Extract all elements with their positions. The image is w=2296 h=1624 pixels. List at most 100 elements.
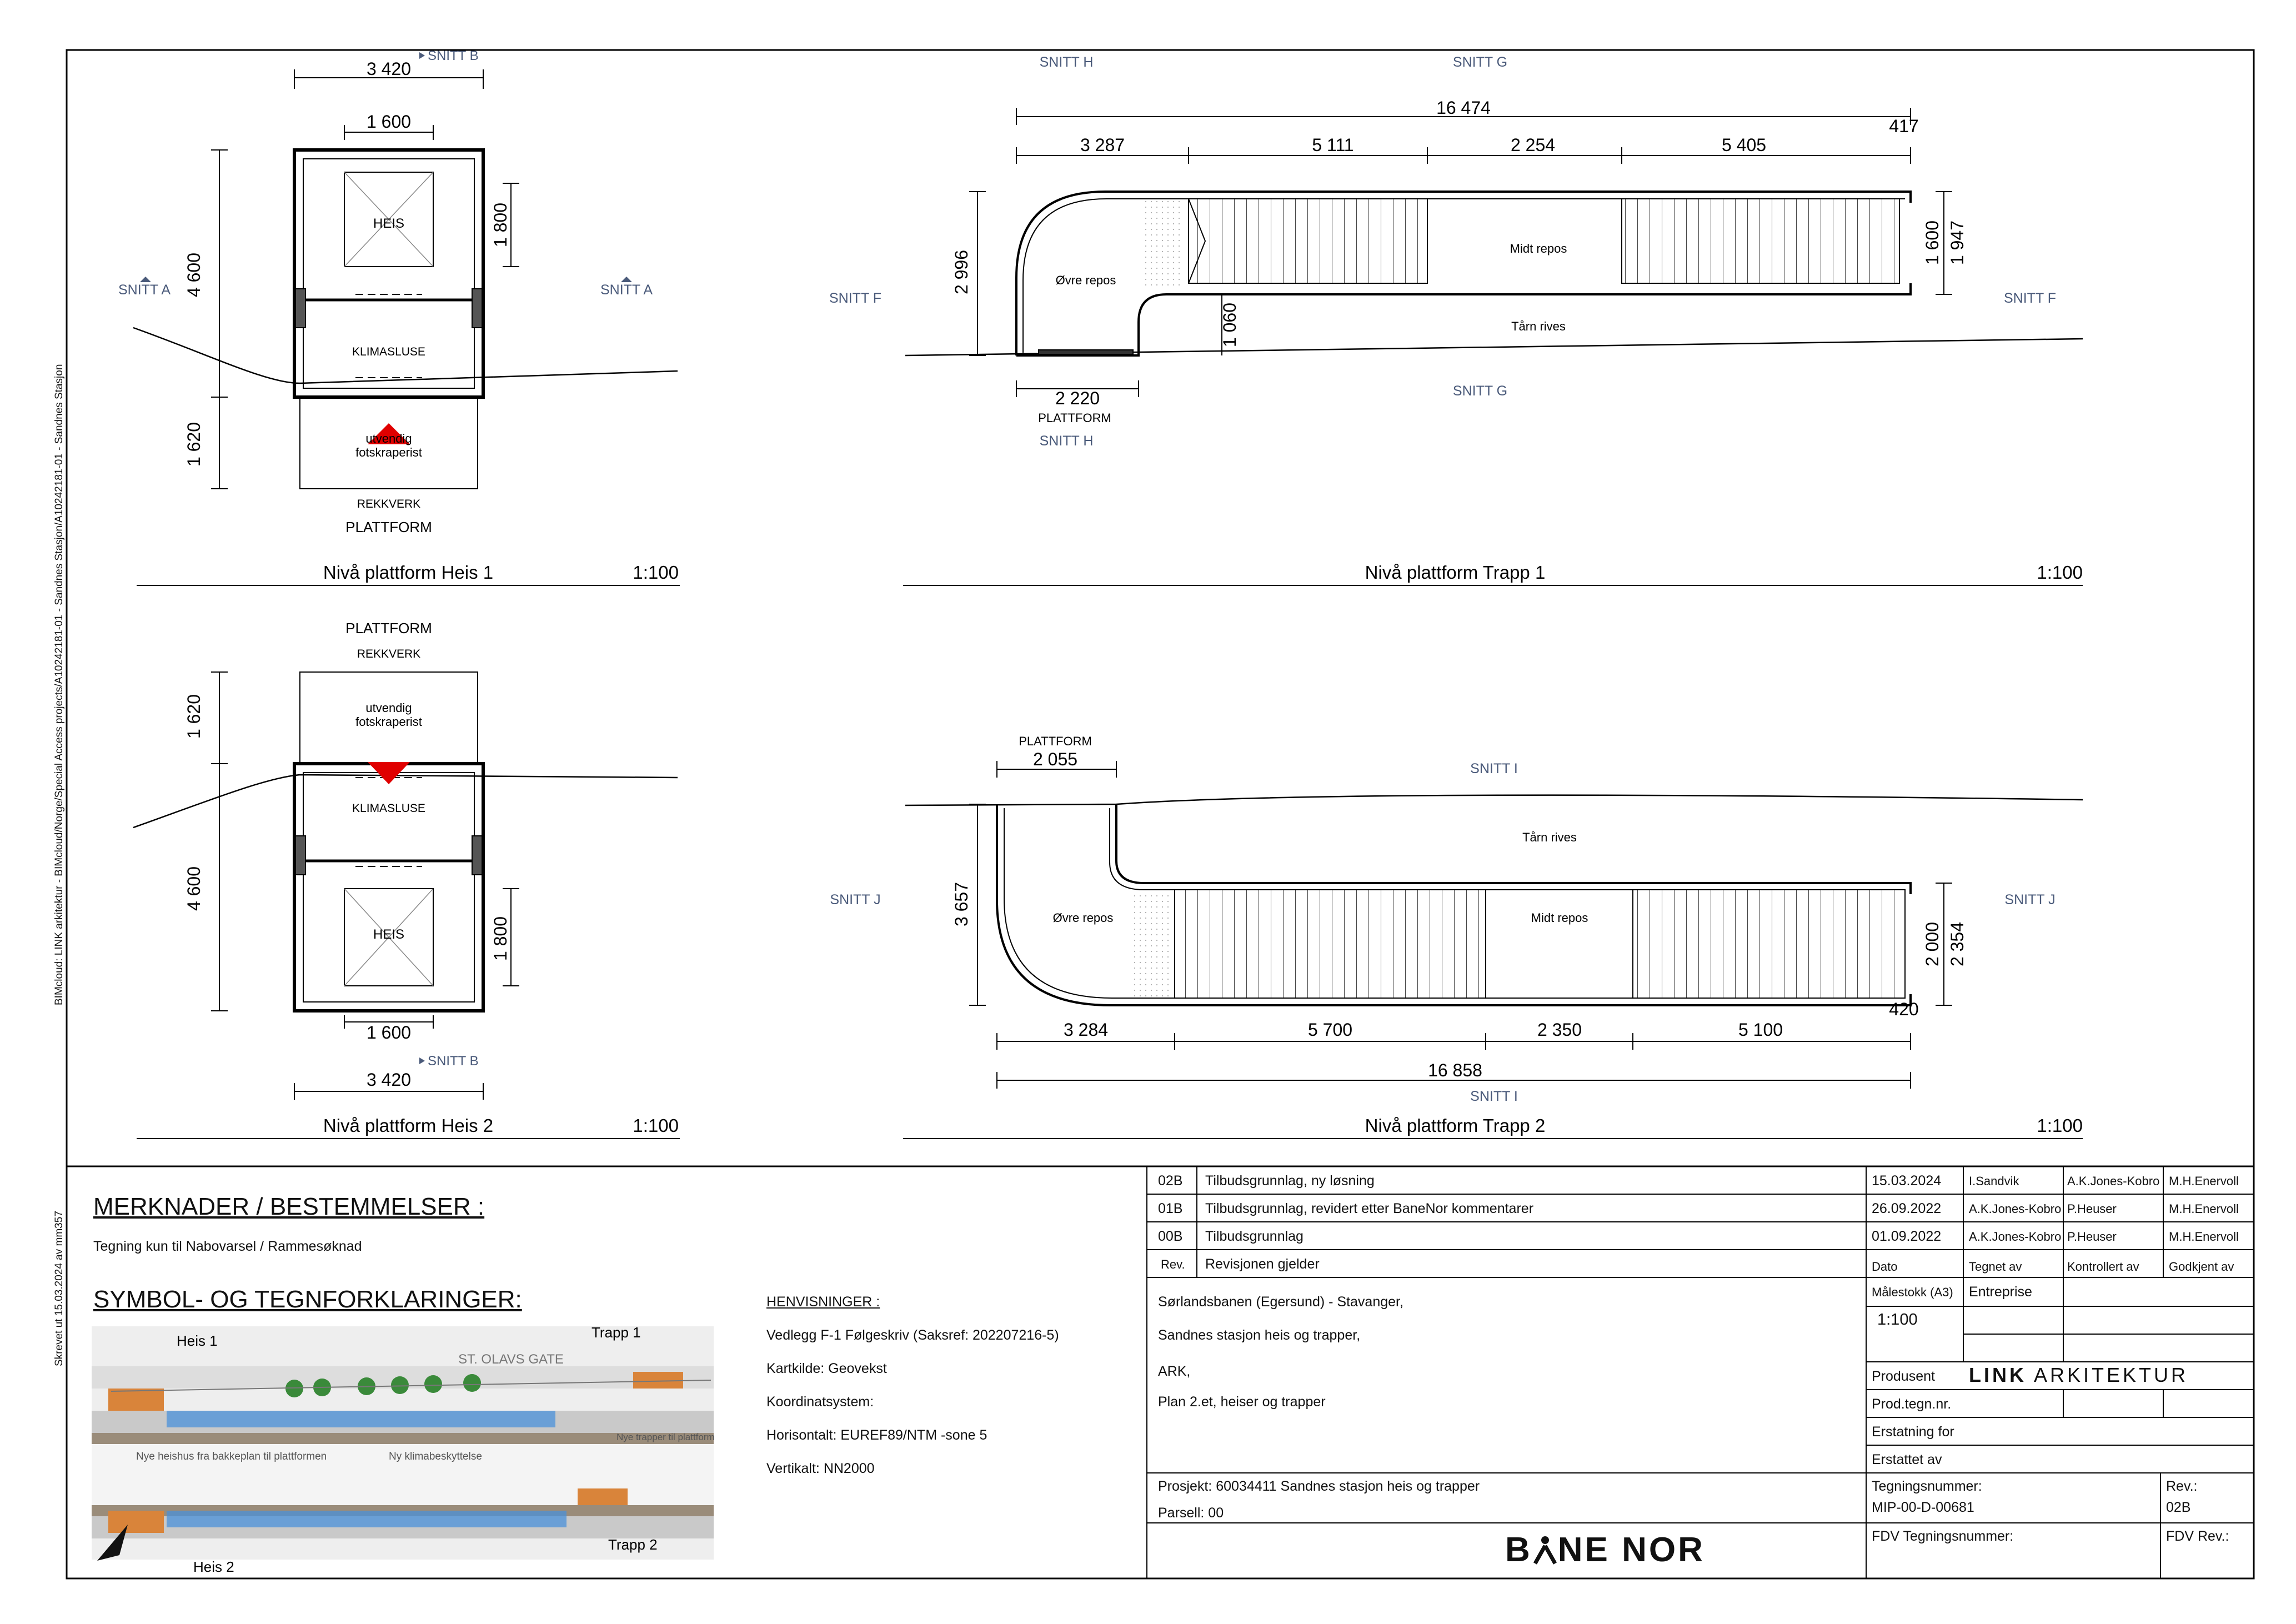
section-trapp-1-f-left: SNITT F bbox=[829, 290, 881, 306]
tb-produsent-logo: LINK ARKITEKTUR bbox=[1969, 1364, 2188, 1387]
rev-header-checked: Kontrollert av bbox=[2067, 1260, 2139, 1274]
section-trapp-2-i-top: SNITT I bbox=[1470, 761, 1518, 776]
tb-scale: 1:100 bbox=[1877, 1311, 1918, 1329]
rev-row-0-drawn: I.Sandvik bbox=[1969, 1174, 2019, 1188]
label-trapp-1-ovre: Øvre repos bbox=[1056, 273, 1116, 287]
dim-trapp-2-h-left: 3 657 bbox=[951, 882, 971, 926]
rev-row-1-approved: M.H.Enervoll bbox=[2169, 1202, 2239, 1216]
tb-rev-label: Rev.: bbox=[2166, 1478, 2198, 1494]
tb-erstattet-label: Erstattet av bbox=[1872, 1452, 1942, 1467]
title-block-grid bbox=[1146, 1166, 2254, 1578]
view-trapp-1 bbox=[903, 108, 2083, 586]
rev-row-1-rev: 01B bbox=[1158, 1201, 1183, 1216]
dim-heis-2-h-upper: 1 620 bbox=[184, 694, 204, 739]
dim-trapp-2-top: 2 055 bbox=[1033, 749, 1077, 769]
dim-trapp-1-h-left: 2 996 bbox=[951, 250, 971, 294]
terrain-line-heis-2 bbox=[133, 774, 678, 829]
dim-trapp-1-h-mid: 1 060 bbox=[1220, 303, 1240, 347]
rev-header-drawn: Tegnet av bbox=[1969, 1260, 2022, 1274]
henvisning-0: Vedlegg F-1 Følgeskriv (Saksref: 2022072… bbox=[766, 1327, 1059, 1343]
label-trapp-2-midt: Midt repos bbox=[1531, 911, 1588, 925]
notes-text: Tegning kun til Nabovarsel / Rammesøknad bbox=[93, 1239, 362, 1254]
dim-trapp-1-end: 417 bbox=[1889, 116, 1918, 136]
henvisning-2: Koordinatsystem: bbox=[766, 1394, 874, 1410]
tb-line-3: ARK, bbox=[1158, 1364, 1191, 1379]
view-trapp-2 bbox=[903, 761, 2083, 1139]
label-heis-2-heis: HEIS bbox=[373, 927, 404, 942]
stair-flight-2-trapp-1 bbox=[1621, 198, 1900, 284]
elevator-car bbox=[344, 172, 434, 267]
tb-prodnr-label: Prod.tegn.nr. bbox=[1872, 1396, 1952, 1412]
section-trapp-1-g-top: SNITT G bbox=[1453, 54, 1507, 70]
key-map-note-1: Nye heishus fra bakkeplan til plattforme… bbox=[136, 1451, 327, 1462]
key-map-street: ST. OLAVS GATE bbox=[458, 1352, 564, 1367]
dim-heis-2-w-total: 3 420 bbox=[367, 1070, 411, 1090]
henvisning-3: Horisontalt: EUREF89/NTM -sone 5 bbox=[766, 1427, 987, 1443]
section-trapp-2-j-left: SNITT J bbox=[830, 892, 880, 908]
tb-rev: 02B bbox=[2166, 1500, 2191, 1515]
scale-heis-2: 1:100 bbox=[633, 1115, 679, 1136]
scale-trapp-1: 1:100 bbox=[2037, 562, 2083, 583]
label-heis-1-scraper-2: fotskraperist bbox=[355, 445, 422, 459]
terrain-line-heis-1 bbox=[133, 327, 678, 384]
elevator-car-2 bbox=[344, 888, 434, 986]
bane-nor-a-icon bbox=[1532, 1533, 1558, 1565]
dim-trapp-2-h-r1: 2 000 bbox=[1922, 922, 1942, 966]
dim-trapp-2-total: 16 858 bbox=[1428, 1060, 1482, 1080]
dim-trapp-1-d3: 2 254 bbox=[1511, 135, 1555, 155]
key-map-canopy-south bbox=[167, 1511, 567, 1527]
rev-row-0-desc: Tilbudsgrunnlag, ny løsning bbox=[1205, 1173, 1375, 1189]
key-map bbox=[92, 1326, 714, 1561]
label-trapp-2-plattform: PLATTFORM bbox=[1019, 734, 1092, 748]
rev-header-rev: Rev. bbox=[1161, 1257, 1185, 1271]
key-map-canopy-north bbox=[167, 1411, 555, 1427]
scraper-warning-triangle-heis-1 bbox=[368, 423, 410, 444]
north-arrow-icon bbox=[97, 1525, 128, 1561]
rev-header-date: Dato bbox=[1872, 1260, 1898, 1274]
tb-line-4: Plan 2.et, heiser og trapper bbox=[1158, 1394, 1326, 1410]
stair-flight-1-trapp-2 bbox=[1174, 889, 1486, 999]
tb-prosjekt: Prosjekt: 60034411 Sandnes stasjon heis … bbox=[1158, 1478, 1480, 1494]
label-heis-2-rekkverk: REKKVERK bbox=[357, 648, 420, 660]
tb-erstatning-label: Erstatning for bbox=[1872, 1424, 1954, 1440]
dim-heis-2-h-total: 4 600 bbox=[184, 866, 204, 911]
section-trapp-1-g-bottom: SNITT G bbox=[1453, 383, 1507, 399]
label-heis-1-plattform: PLATTFORM bbox=[345, 519, 432, 535]
key-map-heis-2-box bbox=[108, 1511, 164, 1533]
notes-heading: MERKNADER / BESTEMMELSER : bbox=[93, 1193, 485, 1220]
dim-trapp-2-h-r2: 2 354 bbox=[1947, 922, 1967, 966]
rev-row-2-desc: Tilbudsgrunnlag bbox=[1205, 1229, 1304, 1244]
section-trapp-2-i-bottom: SNITT I bbox=[1470, 1089, 1518, 1104]
label-heis-1-heis: HEIS bbox=[373, 216, 404, 231]
henvisning-4: Vertikalt: NN2000 bbox=[766, 1461, 875, 1476]
section-trapp-1-h-bottom: SNITT H bbox=[1040, 433, 1094, 449]
terrain-line-trapp-2 bbox=[905, 794, 2083, 806]
bane-nor-logo-b: B bbox=[1505, 1531, 1532, 1569]
rev-row-1-desc: Tilbudsgrunnlag, revidert etter BaneNor … bbox=[1205, 1201, 1534, 1216]
tb-produsent-bold: LINK bbox=[1969, 1364, 2027, 1386]
tb-line-1: Sørlandsbanen (Egersund) - Stavanger, bbox=[1158, 1294, 1403, 1310]
rev-row-0-checked: A.K.Jones-Kobro bbox=[2067, 1174, 2160, 1188]
section-heis-1-a-left: SNITT A bbox=[118, 282, 171, 298]
label-trapp-1-tarn: Tårn rives bbox=[1511, 319, 1566, 333]
label-trapp-2-ovre: Øvre repos bbox=[1053, 911, 1114, 925]
title-trapp-1: Nivå plattform Trapp 1 bbox=[1365, 562, 1546, 583]
symbols-heading: SYMBOL- OG TEGNFORKLARINGER: bbox=[93, 1286, 522, 1313]
tb-scale-label: Målestokk (A3) bbox=[1872, 1285, 1953, 1299]
key-map-trapp-1-box bbox=[633, 1372, 683, 1389]
tb-tegningsnummer: MIP-00-D-00681 bbox=[1872, 1500, 1974, 1515]
scraper-warning-triangle-heis-2 bbox=[368, 762, 410, 784]
rev-row-2-approved: M.H.Enervoll bbox=[2169, 1230, 2239, 1244]
label-heis-1-klimasluse: KLIMASLUSE bbox=[352, 345, 425, 358]
dim-heis-2-w-inner: 1 600 bbox=[367, 1022, 411, 1042]
key-map-note-2: Ny klimabeskyttelse bbox=[389, 1451, 482, 1462]
dim-trapp-1-d4: 5 405 bbox=[1722, 135, 1766, 155]
dim-trapp-2-end: 420 bbox=[1889, 999, 1918, 1019]
henvisning-1: Kartkilde: Geovekst bbox=[766, 1361, 887, 1376]
dim-trapp-2-d1: 3 284 bbox=[1064, 1020, 1108, 1040]
label-heis-2-klimasluse: KLIMASLUSE bbox=[352, 802, 425, 815]
tb-fdv-label: FDV Tegningsnummer: bbox=[1872, 1528, 2014, 1544]
rev-row-2-checked: P.Heuser bbox=[2067, 1230, 2117, 1244]
label-trapp-1-plattform: PLATTFORM bbox=[1038, 411, 1111, 425]
